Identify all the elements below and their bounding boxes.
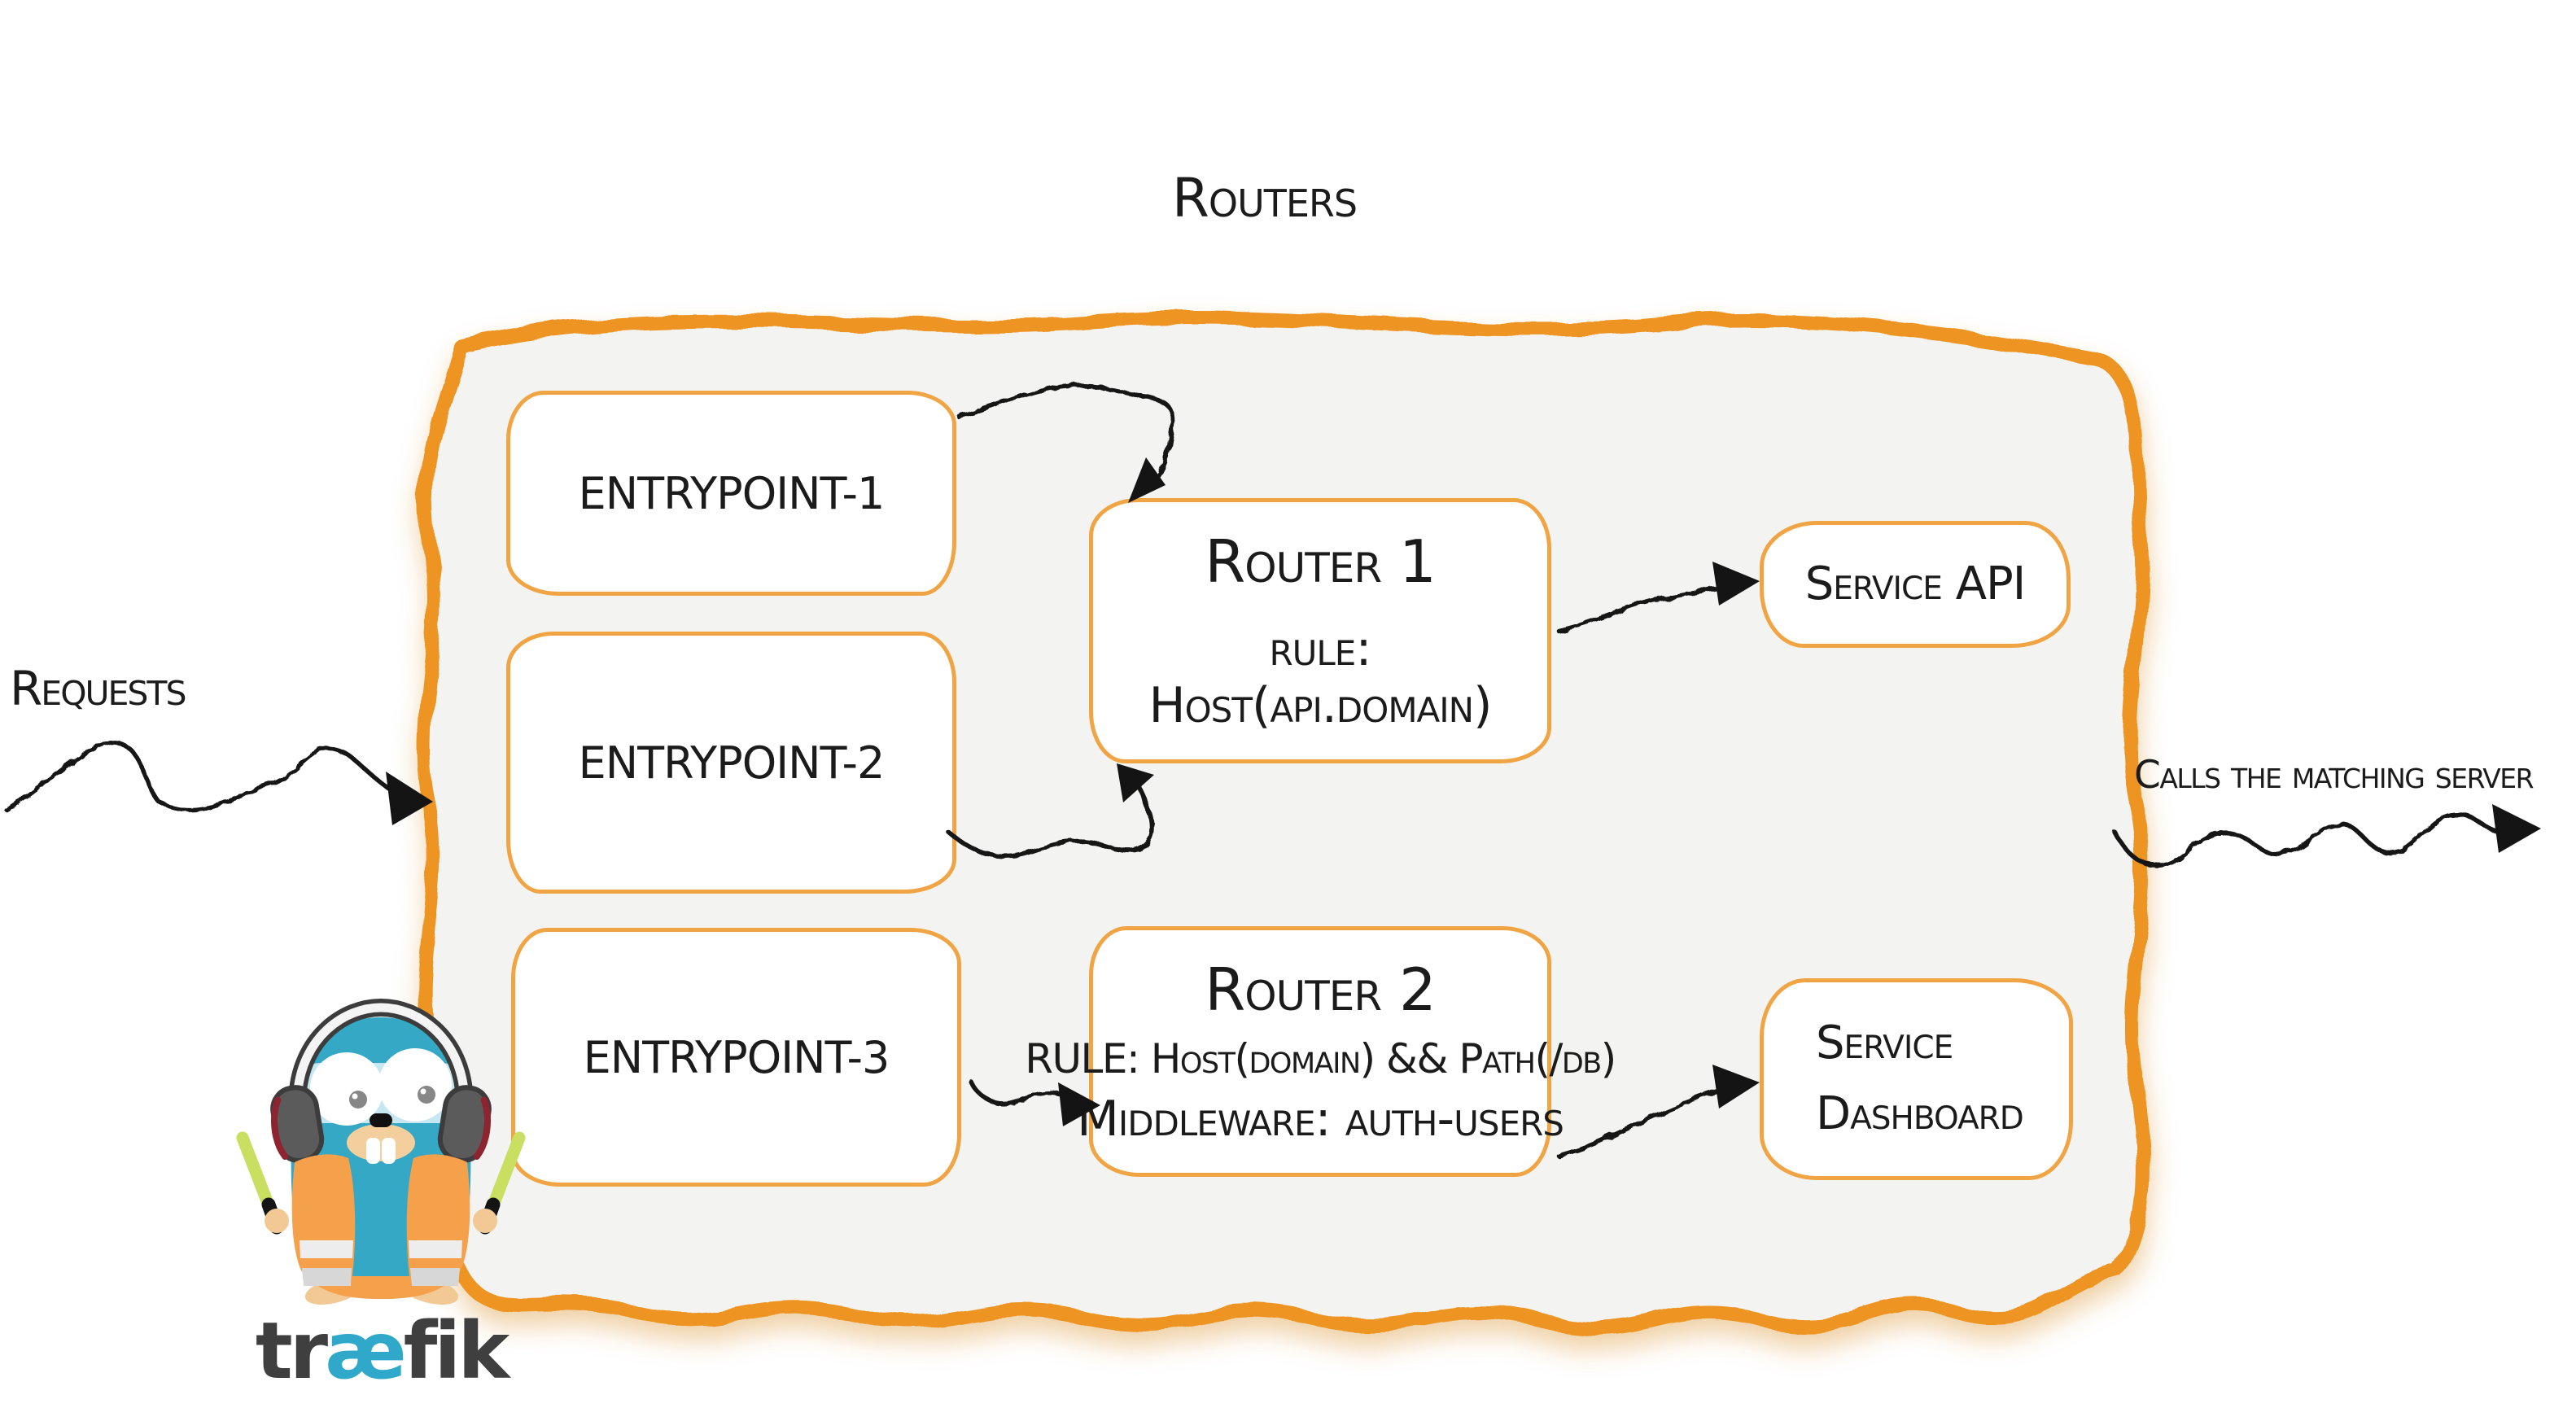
calls-matching-server-label: Calls the matching server bbox=[2134, 753, 2534, 798]
entrypoint-3-box: entrypoint-3 bbox=[511, 928, 961, 1187]
service-api-box: Service API bbox=[1760, 521, 2071, 648]
router-1-name: Router 1 bbox=[1205, 527, 1437, 596]
gopher-hand bbox=[265, 1209, 289, 1233]
entrypoint-2-box: entrypoint-2 bbox=[506, 632, 956, 894]
router-1-box: Router 1 rule: Host(api.domain) bbox=[1089, 498, 1551, 763]
gopher-eyes bbox=[310, 1048, 452, 1126]
service-dashboard-label: Service Dashboard bbox=[1816, 1017, 2024, 1140]
gopher-nose bbox=[370, 1113, 392, 1127]
requests-label: Requests bbox=[10, 661, 186, 716]
gopher-tooth bbox=[366, 1138, 380, 1164]
entrypoint-3-label: entrypoint-3 bbox=[583, 1031, 890, 1083]
entrypoint-1-box: entrypoint-1 bbox=[506, 391, 956, 596]
entrypoint-2-label: entrypoint-2 bbox=[578, 737, 886, 789]
gopher-hand bbox=[473, 1209, 497, 1233]
wordmark-ae: æ bbox=[325, 1305, 407, 1397]
router-1-rule: rule: Host(api.domain) bbox=[1148, 620, 1493, 735]
headphones bbox=[270, 998, 492, 1164]
entrypoint-1-label: entrypoint-1 bbox=[578, 467, 886, 519]
traefik-gopher-icon bbox=[236, 998, 526, 1305]
diagram-title: Routers bbox=[1172, 167, 1358, 230]
router-2-middleware: Middleware: auth-users bbox=[1077, 1091, 1564, 1148]
safety-vest bbox=[291, 1154, 470, 1299]
router-2-rule: RULE: Host(domain) && Path(/db) bbox=[1025, 1035, 1616, 1082]
router-2-name: Router 2 bbox=[1205, 955, 1437, 1024]
service-api-label: Service API bbox=[1804, 557, 2027, 610]
gopher-muzzle bbox=[347, 1124, 415, 1161]
wordmark-fik: fik bbox=[403, 1305, 510, 1397]
router-2-box: Router 2 RULE: Host(domain) && Path(/db)… bbox=[1025, 926, 1616, 1177]
gopher-tooth bbox=[382, 1138, 396, 1164]
service-dashboard-box: Service Dashboard bbox=[1760, 978, 2073, 1180]
wordmark-tr: tr bbox=[255, 1305, 328, 1397]
traefik-wordmark: træfik bbox=[230, 1312, 532, 1390]
traefik-logo: træfik bbox=[230, 991, 532, 1408]
